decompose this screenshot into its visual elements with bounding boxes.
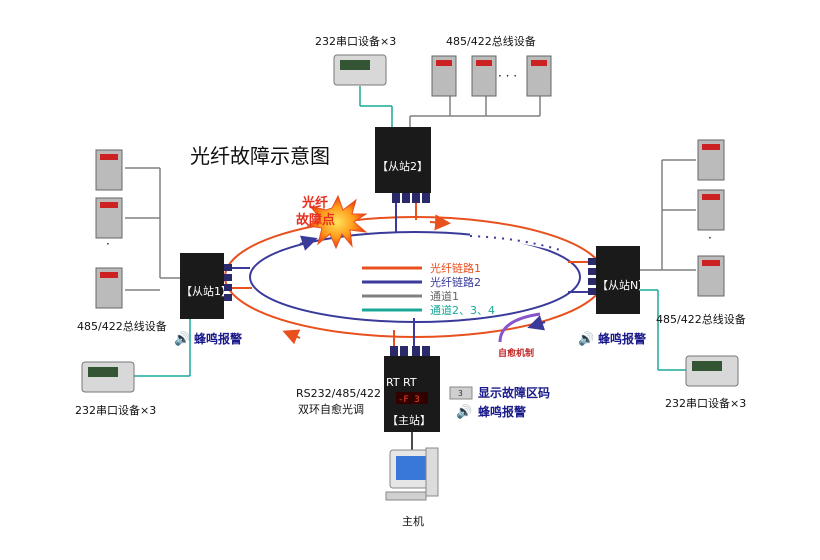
fiber-port (392, 193, 400, 203)
slave2-station: 【从站2】 (359, 86, 541, 232)
keyboard (385, 491, 427, 501)
fault-code-icon (449, 386, 473, 400)
master-port-labels: RT RT (386, 376, 417, 389)
master-info-line2: 双环自愈光调 (298, 402, 364, 416)
panel-red-display (476, 60, 492, 66)
right-alarm-label: 蜂鸣报警 (598, 331, 646, 346)
top-ellipsis: · · · (498, 69, 517, 83)
broken-fiber-segment (469, 233, 561, 253)
slaveN-label: 【从站N】 (597, 278, 649, 292)
panel-red-display (702, 144, 720, 150)
ring-arrow (527, 315, 546, 331)
fiber-port (402, 193, 410, 203)
fault-burst-icon (306, 194, 368, 250)
fiber-port (400, 346, 408, 356)
fiber-port (390, 346, 398, 356)
top-232-label: 232串口设备×3 (315, 34, 396, 48)
fiber-port (588, 288, 596, 295)
fiber-port (422, 193, 430, 203)
legend-label-link1: 光纤链路1 (430, 261, 481, 275)
monitor-screen (396, 456, 428, 480)
master-info-line1: RS232/485/422 (296, 387, 381, 400)
master-alarm-label: 蜂鸣报警 (478, 404, 526, 419)
host-computer-icon (385, 447, 439, 501)
ring-arrow (282, 329, 301, 345)
slave2-box (375, 127, 431, 193)
self-heal-label: 自愈机制 (498, 347, 534, 359)
fault-label-line2: 故障点 (296, 212, 335, 228)
meter-232-left (81, 361, 135, 393)
panel-red-display (702, 194, 720, 200)
top-485-label: 485/422总线设备 (446, 34, 536, 48)
fault-code-small: 3 (458, 389, 463, 398)
master-display-text: -F 3 (398, 395, 420, 405)
left-485-label: 485/422总线设备 (77, 319, 167, 333)
right-232-label: 232串口设备×3 (665, 396, 746, 410)
speaker-icon-left: 🔊 (174, 330, 190, 347)
panel-red-display (531, 60, 547, 66)
ring-arrow (429, 214, 451, 231)
slave1-label: 【从站1】 (181, 284, 232, 298)
left-485-devices: · (95, 149, 123, 309)
fiber-port (224, 274, 232, 281)
diagram-title: 光纤故障示意图 (190, 144, 330, 168)
master-station: RT RT -F 3 【主站】 (384, 318, 440, 450)
fiber-port (588, 278, 596, 285)
right-485-label: 485/422总线设备 (656, 312, 746, 326)
panel-red-display (702, 260, 720, 266)
fiber-port (588, 258, 596, 265)
right-vertical-dots: · (708, 231, 712, 245)
master-label: 【主站】 (387, 413, 431, 427)
slave2-label: 【从站2】 (377, 159, 428, 173)
fiber-port (412, 193, 420, 203)
left-alarm-label: 蜂鸣报警 (194, 331, 242, 346)
panel-red-display (436, 60, 452, 66)
legend-label-channel234: 通道2、3、4 (430, 303, 495, 317)
meter-232-right (685, 355, 739, 387)
left-vertical-dots: · (106, 237, 110, 251)
ring-arrow (299, 235, 318, 251)
fault-display-label: 显示故障区码 (478, 385, 550, 400)
meter-screen (692, 361, 722, 371)
speaker-icon-master: 🔊 (456, 403, 472, 420)
meter-screen (340, 60, 370, 70)
meter-screen (88, 367, 118, 377)
slaveN-station: 【从站N】 (588, 159, 696, 371)
legend: 光纤链路1 光纤链路2 通道1 通道2、3、4 (362, 261, 495, 317)
panel-red-display (100, 154, 118, 160)
top-485-devices: · · · (431, 55, 552, 97)
host-label: 主机 (402, 514, 424, 528)
left-232-label: 232串口设备×3 (75, 403, 156, 417)
slave1-station: 【从站1】 (125, 167, 232, 377)
master-display (396, 392, 428, 404)
pc-tower (425, 447, 439, 497)
legend-label-link2: 光纤链路2 (430, 275, 481, 289)
self-heal-arrow-icon (498, 312, 541, 343)
fiber-port (224, 294, 232, 301)
fiber-port (412, 346, 420, 356)
right-485-devices: · (697, 139, 725, 297)
slaveN-box (596, 246, 640, 314)
fiber-port (224, 264, 232, 271)
broken-fiber-dots (469, 235, 561, 251)
panel-red-display (100, 202, 118, 208)
fiber-port (588, 268, 596, 275)
meter-232-top (333, 54, 387, 86)
slave1-box (180, 253, 224, 319)
legend-label-channel1: 通道1 (430, 289, 459, 303)
speaker-icon-right: 🔊 (578, 330, 594, 347)
panel-red-display (100, 272, 118, 278)
fiber-port (224, 284, 232, 291)
fiber-port (422, 346, 430, 356)
fault-label-line1: 光纤 (301, 195, 328, 211)
